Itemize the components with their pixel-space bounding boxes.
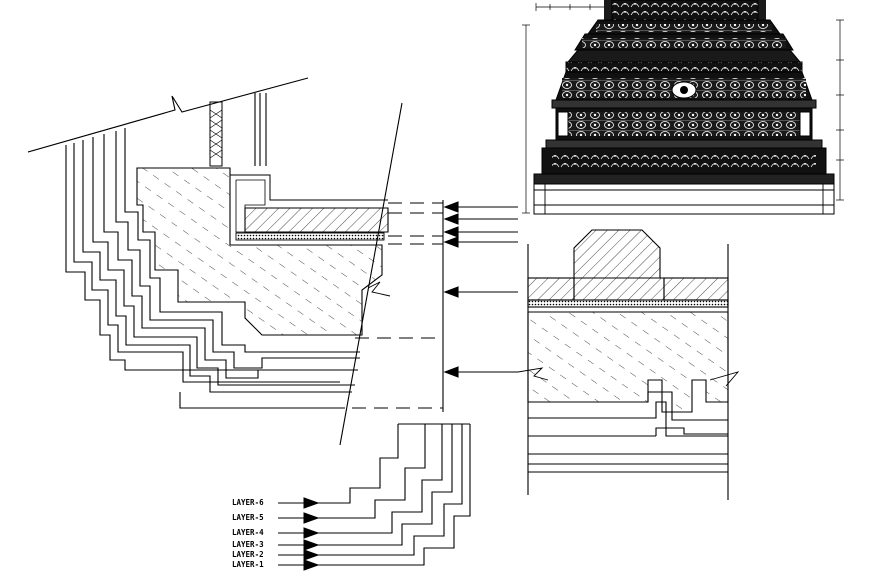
- layer-labels: LAYER-6 LAYER-5 LAYER-4 LAYER-3 LAYER-2 …: [232, 498, 264, 569]
- curb-block: [573, 229, 665, 301]
- membrane-layer: [235, 232, 385, 241]
- layer-label-3: LAYER-3: [232, 540, 264, 549]
- wall-post-left: [209, 101, 223, 167]
- layer-label-6: LAYER-6: [232, 498, 264, 507]
- layer-label-2: LAYER-2: [232, 550, 264, 559]
- ornamental-base-elevation: [522, 0, 844, 215]
- left-section-view: [27, 77, 444, 446]
- base-slab: [527, 311, 729, 413]
- layer-label-5: LAYER-5: [232, 513, 264, 522]
- layer-detail: [310, 423, 471, 566]
- concrete-mass: [136, 167, 383, 336]
- pointer-arrows: [443, 201, 518, 378]
- layer-label-1: LAYER-1: [232, 560, 264, 569]
- layer-label-4: LAYER-4: [232, 528, 264, 537]
- section-break-line: [339, 102, 403, 446]
- upper-slab: [244, 207, 389, 233]
- layer-arrows: [278, 497, 320, 571]
- right-detail-section: [517, 229, 740, 500]
